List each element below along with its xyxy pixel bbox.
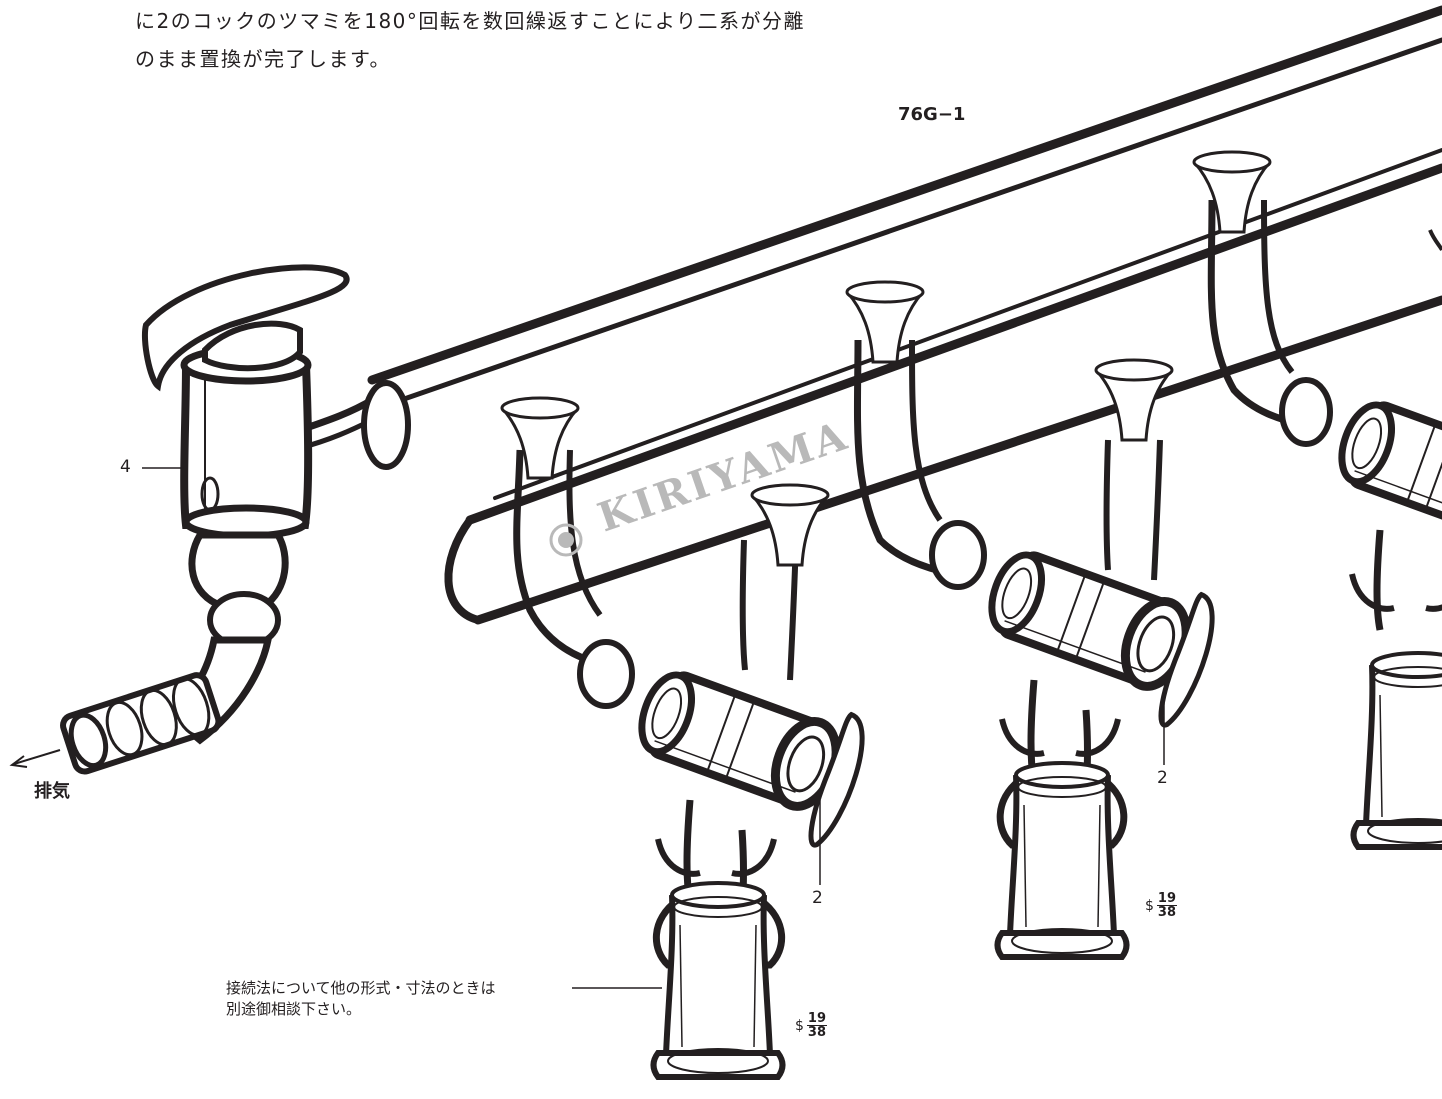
port-unit-left <box>500 396 875 1077</box>
model-label: 76G−1 <box>898 104 966 125</box>
exhaust-stopcock <box>9 264 411 775</box>
joint-symbol-icon: $ <box>795 1017 804 1034</box>
joint-numerator: 19 <box>806 1011 828 1026</box>
joint-numerator: 19 <box>1156 891 1178 906</box>
leader-lines <box>142 467 1165 989</box>
joint-size-right: $ 19 38 <box>1145 891 1178 920</box>
port-unit-right <box>845 280 1225 957</box>
joint-denominator: 38 <box>807 1025 827 1040</box>
intro-line-1: に2のコックのツマミを180°回転を数回繰返すことにより二系が分離 <box>135 9 805 33</box>
callout-stopcock-left: 2 <box>812 888 823 908</box>
note-line-1: 接続法について他の形式・寸法のときは <box>226 979 496 997</box>
callout-stopcock-main: 4 <box>120 457 131 477</box>
joint-denominator: 38 <box>1157 905 1177 920</box>
exhaust-label: 排気 <box>34 781 70 802</box>
intro-line-2: のまま置換が完了します。 <box>135 47 391 71</box>
joint-symbol-icon: $ <box>1145 897 1154 914</box>
connection-note: 接続法について他の形式・寸法のときは 別途御相談下さい。 <box>226 978 496 1020</box>
joint-fraction: 19 38 <box>806 1011 828 1040</box>
port-unit-partial <box>1192 150 1442 847</box>
callout-stopcock-right: 2 <box>1157 768 1168 788</box>
intro-text: に2のコックのツマミを180°回転を数回繰返すことにより二系が分離 のまま置換が… <box>135 2 805 78</box>
watermark-seal-icon <box>549 523 583 561</box>
note-line-2: 別途御相談下さい。 <box>226 1000 362 1018</box>
joint-fraction: 19 38 <box>1156 891 1178 920</box>
joint-size-left: $ 19 38 <box>795 1011 828 1040</box>
